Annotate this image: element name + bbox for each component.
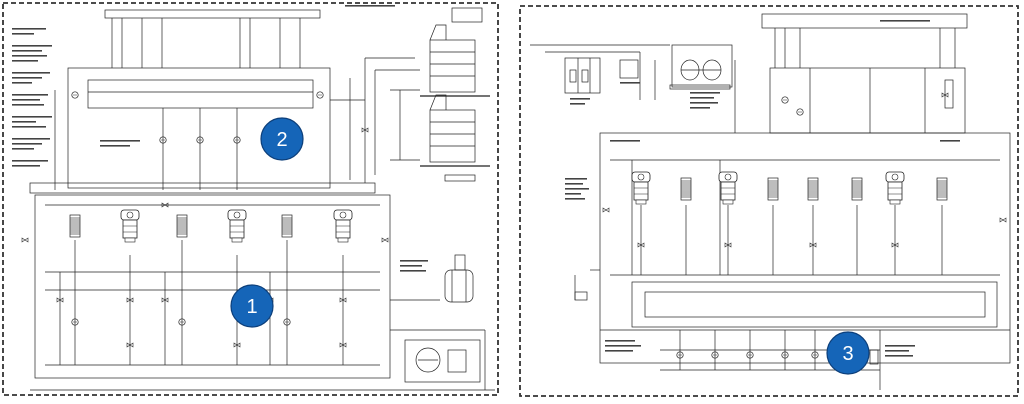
badge-1-circle xyxy=(230,284,274,328)
left-legend-text xyxy=(12,5,428,272)
left-expansion-tank xyxy=(404,254,481,383)
left-panel-frame xyxy=(2,2,499,396)
badge-1-label: 1 xyxy=(246,296,257,318)
badge-2-circle xyxy=(260,117,304,161)
badge-3: 3 xyxy=(826,331,870,375)
left-piping xyxy=(29,9,495,391)
left-equipment xyxy=(21,91,389,348)
badge-1: 1 xyxy=(230,284,274,328)
right-top-equipment xyxy=(564,44,954,365)
right-panel-frame xyxy=(519,5,1019,397)
badge-3-circle xyxy=(826,331,870,375)
badge-3-label: 3 xyxy=(842,343,853,365)
badge-2-label: 2 xyxy=(276,129,287,151)
left-tank-towers xyxy=(420,7,490,182)
right-legend-text xyxy=(565,20,960,357)
right-piping xyxy=(530,13,1011,390)
badge-2: 2 xyxy=(260,117,304,161)
